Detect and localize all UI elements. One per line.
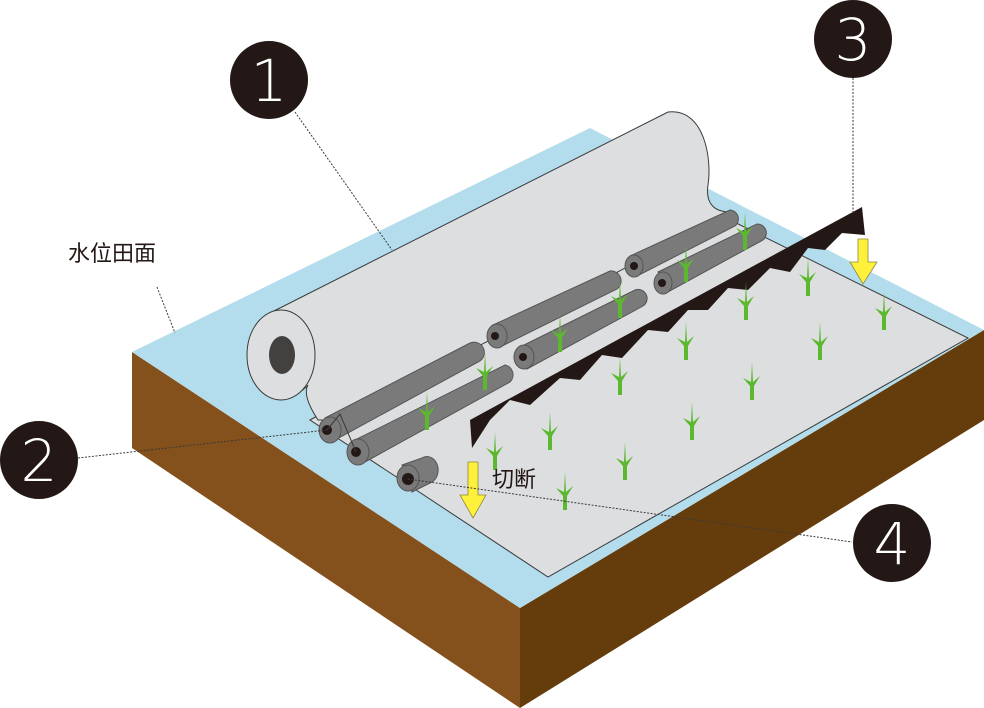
callout-1: 1 [230, 41, 308, 119]
seedling-icon [556, 472, 573, 510]
seedling-icon [611, 357, 628, 395]
seedling-icon [737, 282, 754, 320]
soil-side-face [520, 330, 984, 708]
callout-3: 3 [814, 0, 892, 78]
callout-4: 4 [853, 504, 931, 582]
seedling-icon [486, 432, 503, 470]
callout-2: 2 [0, 421, 78, 499]
seedling-icon [616, 442, 633, 480]
seedling-icon [611, 280, 628, 318]
arrow-down-icon-left [459, 461, 487, 519]
seedling-icon [875, 292, 892, 330]
leader-line-water [156, 286, 176, 334]
seedling-icon [811, 322, 828, 360]
seedling-icon [743, 362, 760, 400]
seedling-icon [541, 412, 558, 450]
seedling-icon [683, 402, 700, 440]
cut-label: 切断 [492, 468, 536, 493]
seedling-icon [677, 244, 694, 282]
seedling-icon [418, 392, 435, 430]
rollers [318, 209, 767, 493]
cutting-blade [470, 207, 865, 448]
seedling-icon [551, 314, 568, 352]
seedling-icon [799, 258, 816, 296]
leader-line-1 [294, 111, 393, 251]
svg-text:3: 3 [835, 6, 872, 74]
svg-text:4: 4 [874, 510, 911, 578]
roll-core [269, 336, 295, 374]
svg-text:1: 1 [251, 47, 288, 115]
seedling-icon [677, 322, 694, 360]
seedlings [418, 212, 892, 510]
roller-link [326, 413, 357, 453]
leader-line-4 [407, 478, 853, 543]
arrow-down-icon-right [849, 238, 878, 285]
svg-text:2: 2 [21, 427, 58, 495]
seedling-icon [476, 352, 493, 390]
seedling-icon [736, 212, 753, 250]
water-surface-label: 水位田面 [68, 242, 156, 267]
